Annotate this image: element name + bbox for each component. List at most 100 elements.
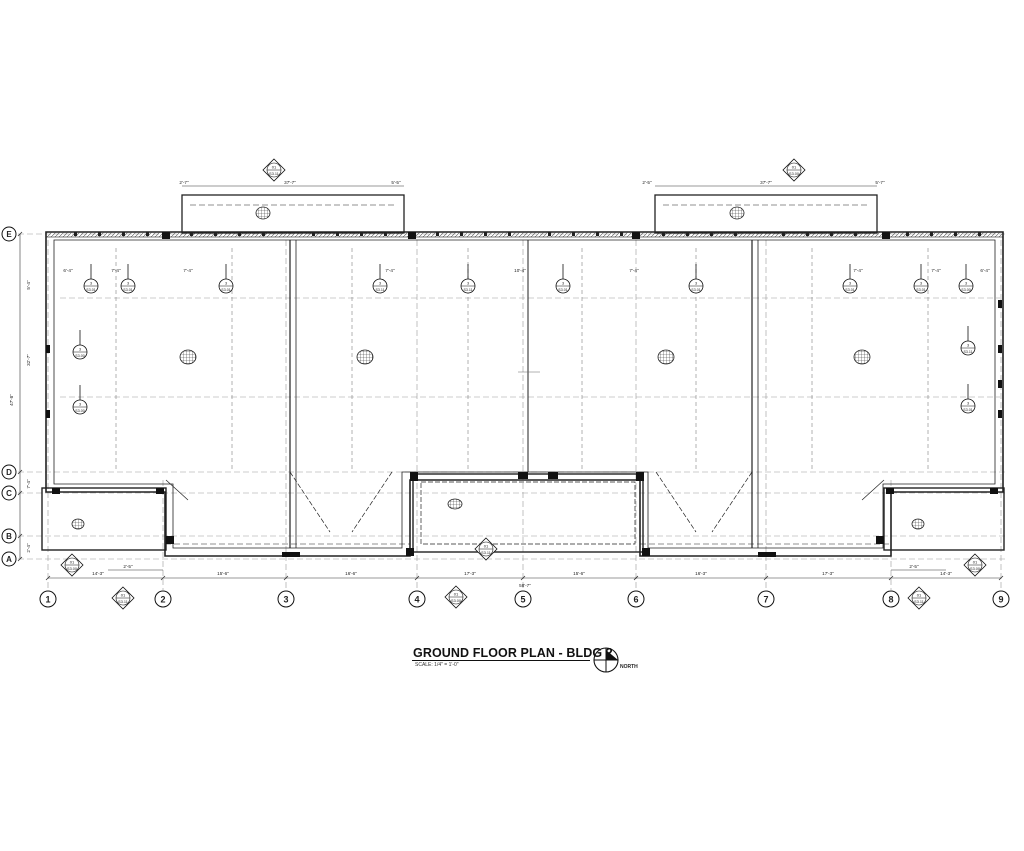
section-callout-14: 3S3.01 bbox=[960, 384, 976, 414]
drawing-title: GROUND FLOOR PLAN - BLDG 2 bbox=[413, 646, 613, 660]
grid-bubble-row-D: D bbox=[1, 464, 17, 480]
callout-sheet: S3.01 bbox=[963, 408, 972, 412]
room-dim-4: 7'-4" bbox=[385, 268, 395, 273]
callout-sheet: S3.11 bbox=[269, 172, 279, 176]
callout-number: 3 bbox=[225, 282, 227, 286]
callout-number: 3 bbox=[127, 282, 129, 286]
section-callout-5: 3S3.11 bbox=[460, 264, 476, 294]
callout-number: 3 bbox=[965, 282, 967, 286]
callout-sheet: S3.11 bbox=[481, 551, 491, 555]
callout-number: 01 bbox=[792, 165, 797, 170]
dim-top-right-1: 2'-5" bbox=[642, 180, 652, 185]
callout-sheet: S3.01 bbox=[916, 288, 925, 292]
north-label: NORTH bbox=[620, 664, 638, 670]
dim-bottom-7: 17'-3" bbox=[822, 571, 834, 576]
callout-sheet: S3.11 bbox=[463, 288, 472, 292]
grid-bubble-row-E: E bbox=[1, 226, 17, 242]
dim-top-right-2: 37'-7" bbox=[760, 180, 772, 185]
callout-sheet: S3.01 bbox=[221, 288, 230, 292]
callout-number: 01 bbox=[973, 560, 978, 565]
dim-top-left-2: 37'-7" bbox=[284, 180, 296, 185]
callout-number: 3 bbox=[562, 282, 564, 286]
callout-sheet: S3.01 bbox=[123, 288, 132, 292]
dim-bottom-8: 14'-3" bbox=[940, 571, 952, 576]
grid-label: C bbox=[6, 489, 12, 498]
grid-bubble-col-8: 8 bbox=[882, 590, 900, 608]
grid-label: 5 bbox=[520, 595, 525, 605]
callout-sheet: S3.11 bbox=[118, 600, 128, 604]
grid-bubble-col-3: 3 bbox=[277, 590, 295, 608]
dim-left-part-1: 5'-4" bbox=[26, 280, 31, 290]
room-dim-6: 7'-4" bbox=[629, 268, 639, 273]
callout-sheet: S3.00 bbox=[451, 599, 461, 603]
callout-number: 01 bbox=[484, 544, 489, 549]
room-dim-9: 6'-4" bbox=[980, 268, 990, 273]
grid-label: D bbox=[6, 468, 12, 477]
room-dim-2: 7'-4" bbox=[111, 268, 121, 273]
grid-bubble-col-2: 2 bbox=[154, 590, 172, 608]
callout-number: 3 bbox=[79, 403, 81, 407]
floor-opening-hatches bbox=[71, 206, 925, 530]
callout-number: 01 bbox=[121, 593, 126, 598]
callout-sheet: S3.01 bbox=[691, 288, 700, 292]
dim-bottom-short-left: 2'-5" bbox=[123, 564, 133, 569]
dim-left-part-2: 32'-7" bbox=[26, 354, 31, 366]
callout-sheet: S3.11 bbox=[375, 288, 384, 292]
section-callout-6: 3S3.01 bbox=[555, 264, 571, 294]
dim-bottom-6: 16'-3" bbox=[695, 571, 707, 576]
grid-bubble-col-5: 5 bbox=[514, 590, 532, 608]
room-dim-1: 6'-4" bbox=[63, 268, 73, 273]
callout-number: 01 bbox=[454, 592, 459, 597]
dim-bottom-1: 14'-3" bbox=[92, 571, 104, 576]
callout-number: 3 bbox=[79, 348, 81, 352]
dimension-text: 14'-3" 15'-6" 16'-6" 17'-3" 15'-6" 16'-3… bbox=[9, 180, 990, 588]
callout-number: 3 bbox=[90, 282, 92, 286]
section-callout-8: 3S3.01 bbox=[842, 264, 858, 294]
grid-label: B bbox=[6, 532, 12, 541]
grid-bubble-col-6: 6 bbox=[627, 590, 645, 608]
callout-sheet: S3.01 bbox=[86, 288, 95, 292]
grid-bubble-row-B: B bbox=[1, 528, 17, 544]
callout-number: 3 bbox=[967, 344, 969, 348]
title-underline bbox=[412, 660, 590, 661]
callout-number: 3 bbox=[967, 402, 969, 406]
dim-bottom-4: 17'-3" bbox=[464, 571, 476, 576]
callout-sheet: S3.00 bbox=[789, 172, 799, 176]
dim-left-total: 47'-8" bbox=[9, 394, 14, 406]
callout-sheet: S3.00 bbox=[67, 567, 77, 571]
grid-bubble-row-C: C bbox=[1, 485, 17, 501]
section-callout-11: 3S3.00 bbox=[72, 330, 88, 360]
dim-top-left-1: 2'-7" bbox=[179, 180, 189, 185]
grid-bubble-row-A: A bbox=[1, 551, 17, 567]
section-callout-13: 3S3.00 bbox=[72, 385, 88, 415]
dim-bottom-5: 15'-6" bbox=[573, 571, 585, 576]
room-dim-8: 7'-4" bbox=[931, 268, 941, 273]
callout-number: 3 bbox=[849, 282, 851, 286]
grid-label: E bbox=[6, 230, 12, 239]
grid-label: 4 bbox=[414, 595, 419, 605]
room-dim-7: 7'-4" bbox=[853, 268, 863, 273]
grid-label: 2 bbox=[160, 595, 165, 605]
grid-label: 9 bbox=[998, 595, 1003, 605]
grid-label: 6 bbox=[633, 595, 638, 605]
callout-number: 3 bbox=[920, 282, 922, 286]
dim-bottom-2: 15'-6" bbox=[217, 571, 229, 576]
callout-number: 3 bbox=[695, 282, 697, 286]
dim-bottom-3: 16'-6" bbox=[345, 571, 357, 576]
interior-bay-lines bbox=[115, 248, 929, 470]
section-callout-1: 3S3.01 bbox=[83, 264, 99, 294]
grid-bubble-col-4: 4 bbox=[408, 590, 426, 608]
grid-label: 3 bbox=[283, 595, 288, 605]
section-callout-4: 3S3.11 bbox=[372, 264, 388, 294]
callout-sheet: S3.01 bbox=[558, 288, 567, 292]
callout-sheet: S3.00 bbox=[75, 354, 84, 358]
grid-lines bbox=[18, 233, 1006, 590]
drawing-scale: SCALE: 1/4" = 1'-0" bbox=[415, 662, 459, 668]
callout-sheet: S3.11 bbox=[914, 600, 924, 604]
dim-left-part-3: 7'-4" bbox=[26, 479, 31, 489]
